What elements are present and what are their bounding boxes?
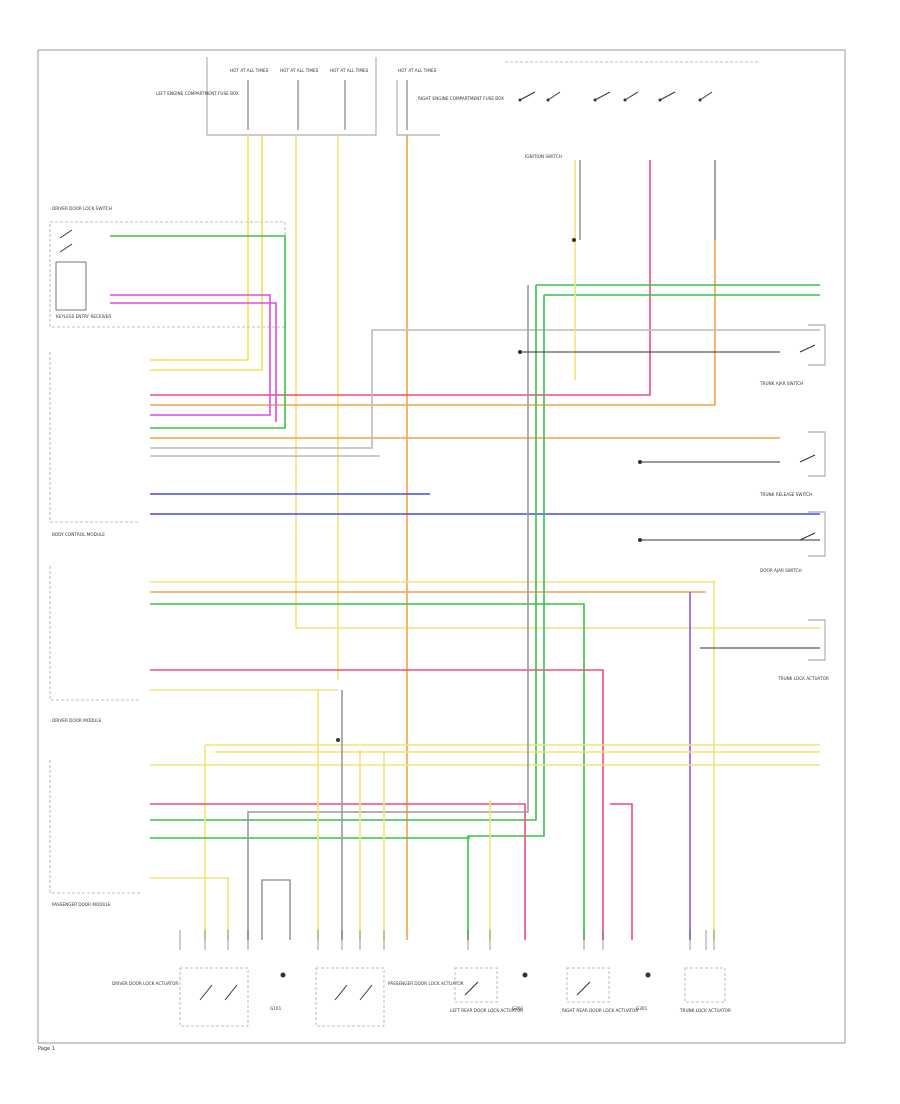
wire-magenta-2 (110, 302, 277, 422)
left-rear-door-label: LEFT REAR DOOR LOCK ACTUATOR (450, 1008, 523, 1013)
right-fuse-box: RIGHT ENGINE COMPARTMENT FUSE BOX HOT AT… (396, 68, 504, 136)
trunk-lock-motor: TRUNK LOCK ACTUATOR (679, 967, 731, 1013)
wire-yellow-pdm-4 (150, 877, 229, 940)
keyless-entry-label: KEYLESS ENTRY RECEIVER (56, 314, 111, 319)
left-fuse-box-label: LEFT ENGINE COMPARTMENT FUSE BOX (156, 91, 239, 96)
driver-door-lock-switch-label: DRIVER DOOR LOCK SWITCH (52, 206, 112, 211)
wire-pink-bcm-1 (150, 160, 651, 396)
trunk-release-label: TRUNK RELEASE SWITCH (759, 492, 812, 497)
wire-yellow-pdm-1 (204, 744, 820, 940)
right-rear-door-label: RIGHT REAR DOOR LOCK ACTUATOR (562, 1008, 638, 1013)
driver-door-lock-actuator: DRIVER DOOR LOCK ACTUATOR (112, 967, 249, 1027)
wire-orange-bcm (150, 160, 716, 406)
ignition-switch: IGNITION SWITCH (505, 61, 760, 159)
driver-door-lock-actuator-label: DRIVER DOOR LOCK ACTUATOR (112, 981, 178, 986)
wire-green-right-2 (467, 294, 820, 940)
page-label: Page 1 (38, 1046, 55, 1052)
left-fuse-box: LEFT ENGINE COMPARTMENT FUSE BOX HOT AT … (156, 57, 377, 136)
driver-door-lock-switch-box: DRIVER DOOR LOCK SWITCH KEYLESS ENTRY RE… (49, 206, 286, 328)
driver-door-module-label: DRIVER DOOR MODULE (52, 718, 102, 723)
wire-yellow-2 (150, 135, 263, 371)
trunk-lock-label: TRUNK LOCK ACTUATOR (777, 676, 829, 681)
passenger-door-module-label: PASSENGER DOOR MODULE (52, 902, 111, 907)
wire-green-bcm (110, 235, 286, 429)
trunk-release-switch: TRUNK RELEASE SWITCH (759, 431, 826, 497)
wire-pink-pdm (150, 803, 526, 940)
grounds: G101 G201 G301 (270, 238, 651, 1011)
wire-gray-pdm-2 (261, 879, 291, 940)
wires (110, 135, 820, 940)
trunk-ajar-switch: TRUNK AJAR SWITCH (759, 324, 826, 386)
body-control-module: BODY CONTROL MODULE (49, 352, 140, 537)
ignition-switch-label: IGNITION SWITCH (525, 154, 562, 159)
hot-label-1: HOT AT ALL TIMES (230, 68, 269, 73)
door-ajar-label: DOOR AJAR SWITCH (760, 568, 802, 573)
passenger-door-lock-actuator-label: PASSENGER DOOR LOCK ACTUATOR (388, 981, 464, 986)
wire-green-ddm (150, 603, 585, 940)
wire-pink-pdm-2 (610, 803, 633, 940)
wire-gray-bcm (150, 329, 820, 449)
trunk-ajar-label: TRUNK AJAR SWITCH (759, 381, 803, 386)
ground-g201: G201 (512, 1006, 524, 1011)
left-rear-door-lock: LEFT REAR DOOR LOCK ACTUATOR (450, 967, 523, 1013)
diagram-border (37, 49, 846, 1044)
passenger-door-lock-actuator: PASSENGER DOOR LOCK ACTUATOR (315, 967, 464, 1027)
ground-g101: G101 (270, 1006, 282, 1011)
hot-label-3: HOT AT ALL TIMES (330, 68, 369, 73)
trunk-lock-motor-label: TRUNK LOCK ACTUATOR (679, 1008, 731, 1013)
wire-green-right-1 (150, 284, 820, 821)
wire-gray-pdm (247, 285, 529, 940)
connector-markers (179, 930, 715, 950)
wire-yellow-ddm (150, 581, 715, 940)
wire-pink-ddm (150, 669, 604, 940)
hot-label-2: HOT AT ALL TIMES (280, 68, 319, 73)
body-control-module-label: BODY CONTROL MODULE (52, 532, 105, 537)
right-fuse-box-label: RIGHT ENGINE COMPARTMENT FUSE BOX (418, 96, 504, 101)
wire-yellow-3 (295, 135, 820, 629)
wire-magenta-1 (110, 294, 271, 416)
right-rear-door-lock: RIGHT REAR DOOR LOCK ACTUATOR (562, 967, 638, 1013)
driver-door-module: DRIVER DOOR MODULE (49, 566, 140, 723)
ground-g301: G301 (636, 1006, 648, 1011)
trunk-lock-actuator: TRUNK LOCK ACTUATOR (777, 619, 829, 681)
passenger-door-module: PASSENGER DOOR MODULE (49, 760, 140, 907)
door-ajar-switch: DOOR AJAR SWITCH (760, 511, 826, 573)
wire-yellow-1 (150, 135, 249, 361)
hot-label-4: HOT AT ALL TIMES (398, 68, 437, 73)
